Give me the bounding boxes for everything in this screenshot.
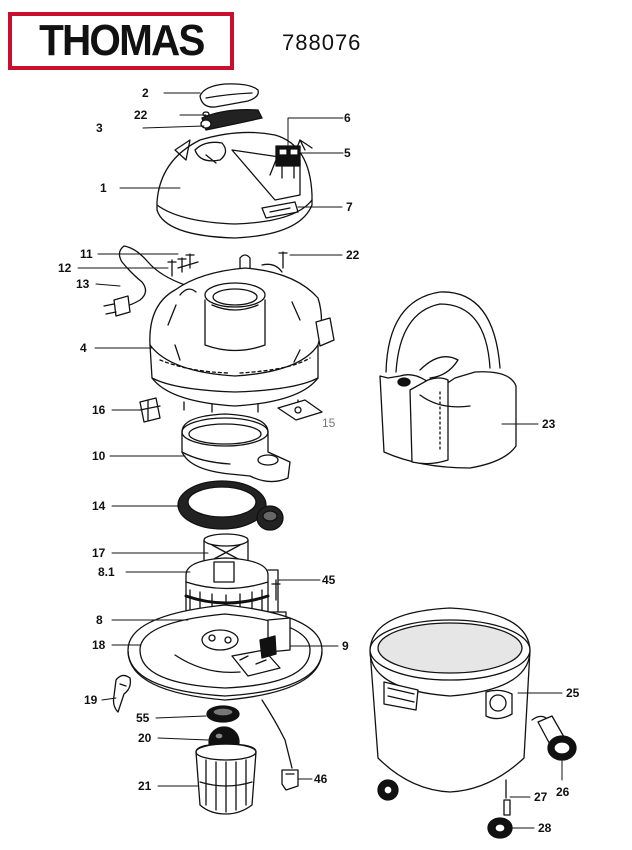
- part-plate: [277, 399, 323, 421]
- part-filter-basket: [379, 291, 517, 469]
- callout-8: 8: [96, 613, 103, 627]
- callout-55: 55: [136, 711, 150, 725]
- callout-1: 1: [100, 181, 107, 195]
- part-ring-holder: [181, 413, 291, 483]
- callout-25: 25: [566, 686, 580, 700]
- part-screws: [167, 251, 288, 277]
- callout-labels: 2 22 3 6 5 1 7 11 22 12 13 4 16 15 23 10…: [58, 86, 580, 835]
- part-float-cage: [195, 743, 257, 815]
- callout-26: 26: [556, 785, 570, 799]
- callout-22: 22: [134, 108, 148, 122]
- callout-22b: 22: [346, 248, 360, 262]
- part-power-cord: [103, 245, 186, 317]
- part-seal: [206, 705, 240, 723]
- part-filter-ring: [177, 480, 284, 531]
- part-bracket: [139, 397, 161, 423]
- part-rod: [271, 579, 281, 601]
- callout-18: 18: [92, 638, 106, 652]
- callout-14: 14: [92, 499, 106, 513]
- leader-lines: [77, 92, 563, 829]
- callout-10: 10: [92, 449, 106, 463]
- part-motor-housing: [149, 254, 335, 413]
- callout-16: 16: [92, 403, 106, 417]
- part-caster: [487, 799, 513, 839]
- callout-11: 11: [80, 247, 93, 261]
- callout-5: 5: [344, 146, 351, 160]
- thomas-logo: THOMAS: [8, 12, 234, 70]
- part-handle-base: [200, 109, 263, 131]
- callout-17: 17: [92, 546, 106, 560]
- part-circuit: [259, 635, 277, 659]
- model-number: 788076: [282, 30, 362, 55]
- logo-text: THOMAS: [38, 16, 205, 65]
- callout-46: 46: [314, 772, 328, 786]
- part-handle-grip: [199, 83, 259, 108]
- callout-8-1: 8.1: [98, 565, 115, 579]
- callout-21: 21: [138, 779, 152, 793]
- part-switch: [269, 145, 301, 179]
- callout-13: 13: [76, 277, 90, 291]
- callout-23: 23: [542, 417, 556, 431]
- callout-27: 27: [534, 790, 548, 804]
- callout-7: 7: [346, 200, 353, 214]
- callout-15: 15: [322, 416, 336, 430]
- callout-6: 6: [344, 111, 351, 125]
- callout-45: 45: [322, 573, 336, 587]
- part-container: [369, 607, 531, 801]
- callout-3: 3: [96, 121, 103, 135]
- callout-9: 9: [342, 639, 349, 653]
- part-connector: [281, 769, 299, 791]
- callout-19: 19: [84, 693, 98, 707]
- part-hose-connector: [531, 715, 577, 761]
- callout-12: 12: [58, 261, 72, 275]
- part-clip: [112, 674, 132, 713]
- callout-2: 2: [142, 86, 149, 100]
- callout-4: 4: [80, 341, 87, 355]
- callout-28: 28: [538, 821, 552, 835]
- part-top-cover: [156, 131, 313, 239]
- callout-20: 20: [138, 731, 152, 745]
